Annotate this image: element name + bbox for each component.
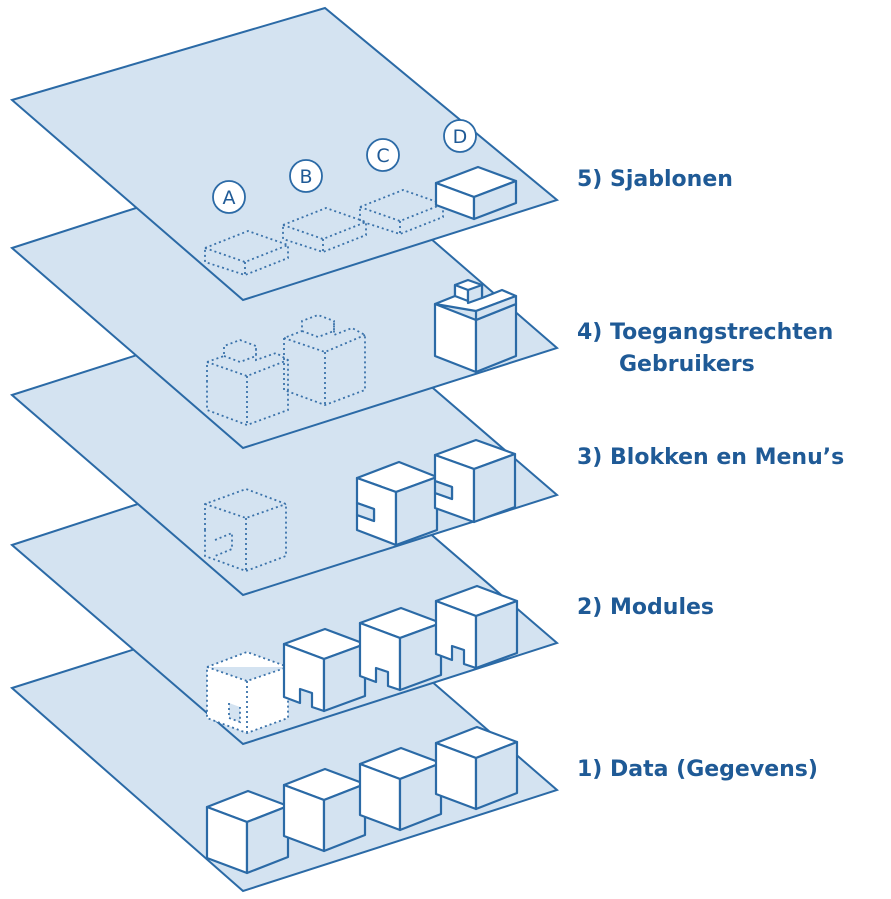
module-solid-1 bbox=[282, 627, 367, 713]
access-ghost-block-2 bbox=[283, 314, 366, 406]
layer-5-plane bbox=[9, 6, 560, 302]
block-solid-2 bbox=[433, 438, 517, 524]
layer-5-label: 5) Sjablonen bbox=[577, 167, 733, 192]
data-cube-3 bbox=[358, 746, 443, 832]
module-solid-2 bbox=[358, 606, 443, 692]
template-slot-c-ghost bbox=[359, 189, 444, 235]
access-ghost-block-1 bbox=[206, 339, 289, 426]
letter-d: D bbox=[453, 126, 468, 148]
letter-a-circle bbox=[212, 180, 246, 214]
letter-b: B bbox=[299, 166, 312, 188]
letter-d-circle bbox=[443, 119, 477, 153]
layer-2-label: 2) Modules bbox=[577, 595, 714, 620]
template-slot-b-ghost bbox=[282, 207, 367, 253]
data-cube-4 bbox=[434, 725, 519, 811]
template-slot-d-block bbox=[434, 165, 518, 221]
module-ghost bbox=[206, 651, 289, 734]
letter-c: C bbox=[376, 145, 389, 167]
letter-a: A bbox=[223, 187, 236, 209]
data-cube-2 bbox=[282, 767, 367, 853]
data-cube-1 bbox=[205, 789, 290, 875]
layer-4-label-line2: Gebruikers bbox=[619, 352, 755, 377]
block-solid-1 bbox=[355, 460, 439, 547]
layer-4-label: 4) Toegangstrechten bbox=[577, 320, 833, 345]
letter-c-circle bbox=[366, 138, 400, 172]
layer-3-label: 3) Blokken en Menu’s bbox=[577, 445, 844, 470]
template-letter-circles: A B C D bbox=[212, 119, 477, 214]
block-ghost bbox=[204, 488, 287, 572]
layer-1-label: 1) Data (Gegevens) bbox=[577, 757, 818, 782]
template-slot-a-ghost bbox=[204, 230, 289, 276]
letter-b-circle bbox=[289, 159, 323, 193]
access-solid-block bbox=[433, 278, 518, 374]
module-solid-3 bbox=[434, 584, 519, 670]
